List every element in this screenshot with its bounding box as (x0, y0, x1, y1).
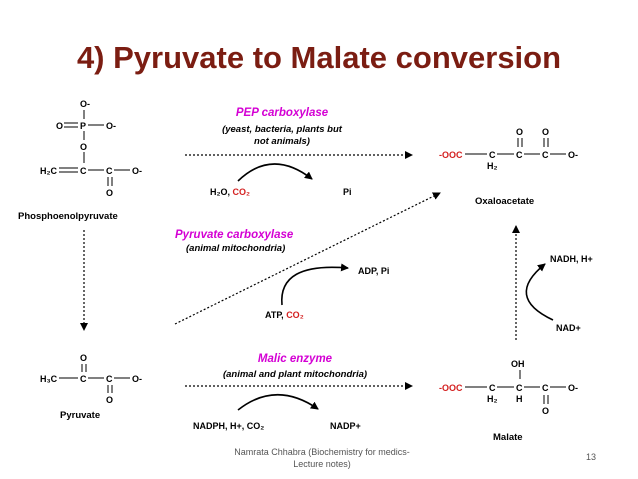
pep-phosphorus: P (80, 121, 86, 131)
pep-bridge-o: O (80, 142, 87, 152)
oxaloacetate-ooc: -OOC (439, 150, 463, 160)
malate-c3: C (489, 383, 496, 393)
malate-dehydrogenase-input: NAD+ (556, 323, 581, 333)
malate-name: Malate (493, 432, 523, 443)
oxaloacetate-c1: C (542, 150, 549, 160)
malate-structure: OH -OOC C C C O- H₂ H O Malate (439, 359, 578, 443)
pyruvate-h3c: H₃C (40, 374, 58, 384)
oxaloacetate-h2: H₂ (487, 161, 498, 171)
pyruvate-name: Pyruvate (60, 410, 100, 421)
pyruvate-carboxylase-curved-arrow (281, 263, 349, 306)
oxaloacetate-c3: C (489, 150, 496, 160)
malic-enzyme-note: (animal and plant mitochondria) (223, 369, 367, 380)
footer-line-2: Lecture notes) (293, 459, 351, 469)
pep-name: Phosphoenolpyruvate (18, 211, 118, 222)
pep-carboxylase-label: PEP carboxylase (236, 107, 329, 119)
pep-carboxylase-note-1: (yeast, bacteria, plants but (222, 124, 343, 135)
pep-structure: O- O P O- O H₂C C C O- O Phosphoenolpyru… (18, 99, 142, 222)
malate-oh: OH (511, 359, 525, 369)
pyruvate-carboxylase-output: ADP, Pi (358, 266, 389, 276)
pep-carboxylase-curved-arrow (237, 163, 313, 182)
oxaloacetate-ketone-o: O (516, 127, 523, 137)
malic-enzyme-inputs: NADPH, H+, CO₂ (193, 421, 264, 431)
malate-carbonyl-o: O (542, 406, 549, 416)
pep-carboxylase-output: Pi (343, 187, 352, 197)
pyruvate-carboxylase-inputs: ATP, CO₂ (265, 310, 304, 320)
malic-enzyme-output: NADP+ (330, 421, 361, 431)
pyruvate-ketone-o: O (80, 353, 87, 363)
malate-dehydrogenase-output: NADH, H+ (550, 254, 593, 264)
oxaloacetate-c2: C (516, 150, 523, 160)
malate-c2: C (516, 383, 523, 393)
pyruvate-carboxylase-label: Pyruvate carboxylase (175, 229, 294, 241)
pep-carboxyl-o: O- (132, 166, 142, 176)
pyruvate-carbonyl-o: O (106, 395, 113, 405)
malate-carboxyl-o: O- (568, 383, 578, 393)
pyruvate-to-oxaloacetate-arrow (174, 192, 441, 325)
pyruvate-carboxylase-reaction: Pyruvate carboxylase (animal mitochondri… (174, 192, 441, 325)
oxaloacetate-carboxyl-double-o: O (542, 127, 549, 137)
pyruvate-carboxyl-o: O- (132, 374, 142, 384)
malic-enzyme-curved-arrow (237, 393, 319, 411)
pep-h2c: H₂C (40, 166, 57, 176)
pep-c2: C (80, 166, 87, 176)
pyruvate-c2: C (80, 374, 87, 384)
malic-enzyme-reaction: Malic enzyme (animal and plant mitochond… (185, 353, 413, 431)
pep-phosphate-o-double: O (56, 121, 63, 131)
malate-dehydrogenase-curved-arrow (525, 263, 554, 321)
pep-c1: C (106, 166, 113, 176)
pep-phosphate-o-right: O- (106, 121, 116, 131)
pep-carboxylase-reaction: PEP carboxylase (yeast, bacteria, plants… (185, 107, 413, 197)
oxaloacetate-name: Oxaloacetate (475, 196, 534, 207)
pep-carboxylase-note-2: not animals) (254, 136, 310, 147)
malate-h2: H₂ (487, 394, 498, 404)
page-number: 13 (586, 452, 597, 462)
pyruvate-carboxylase-note: (animal mitochondria) (186, 243, 285, 254)
footer-line-1: Namrata Chhabra (Biochemistry for medics… (234, 447, 410, 457)
malate-dehydrogenase-reaction: NADH, H+ NAD+ (512, 225, 593, 340)
malic-enzyme-label: Malic enzyme (258, 353, 333, 365)
oxaloacetate-structure: O O -OOC C C C O- H₂ Oxaloacetate (439, 127, 578, 207)
slide-footer: Namrata Chhabra (Biochemistry for medics… (222, 446, 422, 470)
pep-carboxylase-inputs: H₂O, CO₂ (210, 187, 250, 197)
oxaloacetate-carboxyl-o: O- (568, 150, 578, 160)
pep-carbonyl-o: O (106, 188, 113, 198)
pep-phosphate-o-top: O- (80, 99, 90, 109)
malate-h: H (516, 394, 523, 404)
pyruvate-c1: C (106, 374, 113, 384)
slide-title: 4) Pyruvate to Malate conversion (76, 40, 562, 75)
pyruvate-structure: O H₃C C C O- O Pyruvate (40, 353, 142, 421)
malate-ooc: -OOC (439, 383, 463, 393)
malate-c1: C (542, 383, 549, 393)
